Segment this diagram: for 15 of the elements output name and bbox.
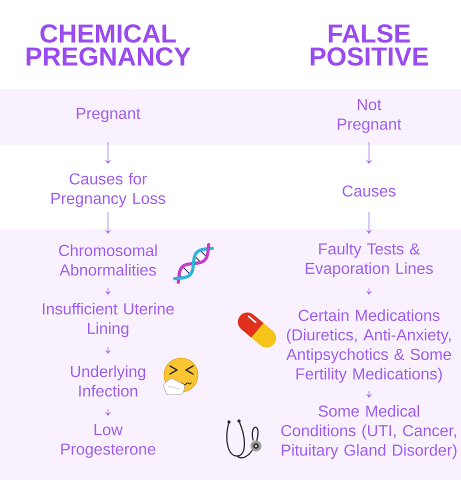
step-text: Causes for Pregnancy Loss <box>52 172 166 208</box>
step-text: Some Medical Conditions (UTI, Cancer, Pituitary Gland Disorder) <box>281 405 456 459</box>
step-text: Underlying Infection <box>71 365 146 397</box>
step-text: Pregnant <box>76 108 140 122</box>
step-text: Low Progesterone <box>61 424 156 458</box>
band <box>0 89 461 145</box>
step-text: Insufficient Uterine Lining <box>42 302 174 338</box>
step-text: Certain Medications (Diuretics, Anti-Anxiety, Antipsychotics & Some Fertility Medications) <box>286 309 451 383</box>
step-text: Faulty Tests & Evaporation Lines <box>306 242 433 278</box>
column-heading: CHEMICAL PREGNANCY <box>26 24 191 66</box>
column-heading: FALSE POSITIVE <box>310 24 428 66</box>
step-text: Not Pregnant <box>338 99 402 133</box>
step-text: Chromosomal Abnormalities <box>59 244 157 276</box>
band <box>0 229 461 480</box>
step-text: Causes <box>342 185 396 197</box>
